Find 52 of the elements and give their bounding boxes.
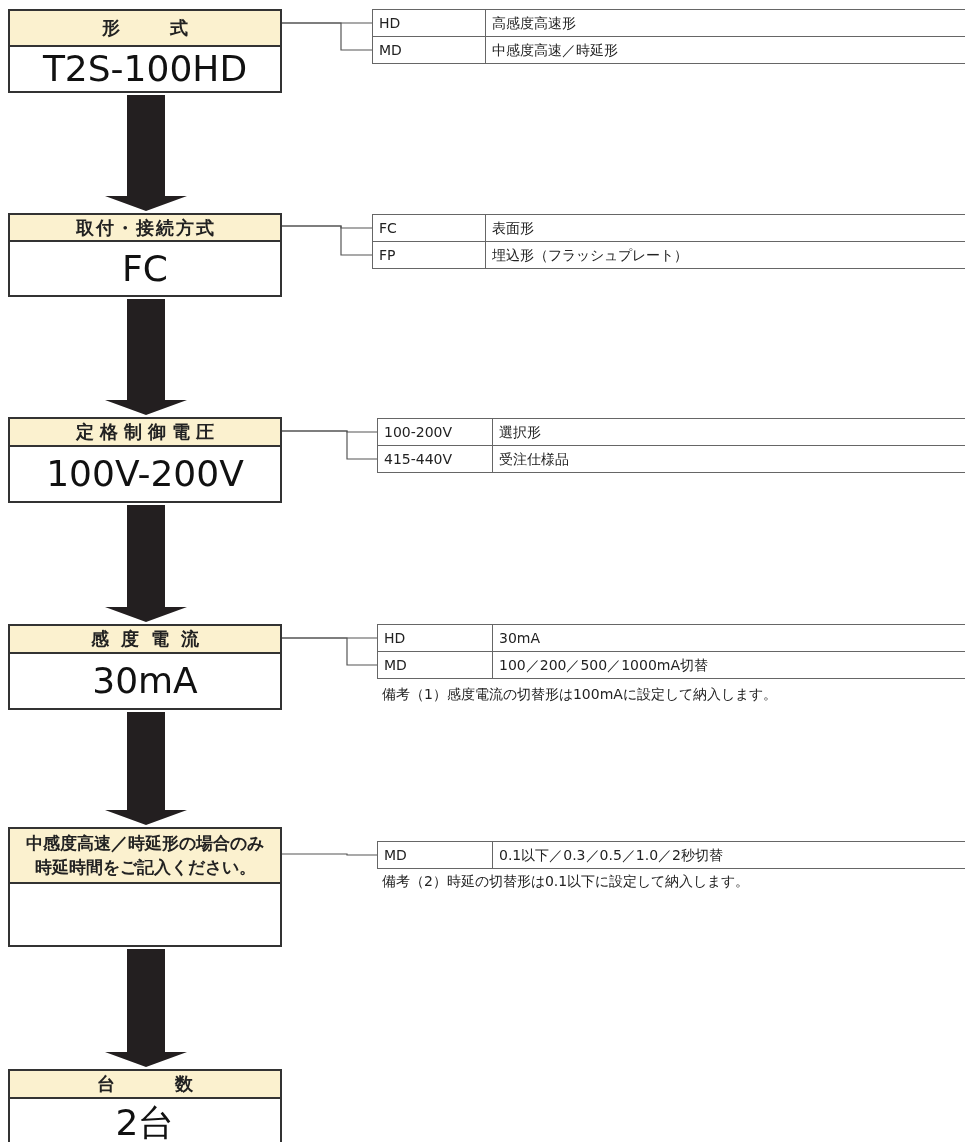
code-cell: MD (378, 842, 493, 868)
connector-line (281, 637, 378, 666)
table-row (372, 214, 965, 242)
step-box (8, 827, 282, 947)
description-cell-text: 0.1以下／0.3／0.5／1.0／2秒切替 (498, 846, 723, 865)
table-row (377, 651, 965, 679)
table-row (377, 445, 965, 473)
code-cell: 415-440V (378, 446, 493, 472)
value-text: T2S-100HD (41, 47, 249, 91)
header-band: 感度電流 (10, 626, 280, 654)
code-cell: MD (373, 37, 486, 63)
table-row (377, 624, 965, 652)
description-cell-text: 埋込形（フラッシュプレート） (491, 246, 688, 265)
header-band: 中感度高速／時延形の場合のみ時延時間をご記入ください。 (10, 829, 280, 884)
description-cell-text: 受注仕様品 (498, 450, 569, 469)
connector-line (281, 853, 378, 856)
code-cell: FP (373, 242, 486, 268)
down-arrow (105, 949, 187, 1067)
code-cell: MD (378, 652, 493, 678)
connector-line (281, 430, 378, 460)
step-box (8, 9, 282, 93)
table-row (377, 841, 965, 869)
step-box (8, 1069, 282, 1142)
table-row (372, 9, 965, 37)
description-cell-text: 30mA (498, 629, 541, 648)
value-text: 100V-200V (45, 452, 245, 496)
down-arrow (105, 95, 187, 211)
down-arrow (105, 299, 187, 415)
down-arrow (105, 712, 187, 825)
header-band: 定格制御電圧 (10, 419, 280, 447)
header-band: 台数 (10, 1071, 280, 1099)
description-cell-text: 中感度高速／時延形 (491, 41, 618, 60)
description-cell-text: 高感度高速形 (491, 14, 576, 33)
down-arrow (105, 505, 187, 622)
value-text: 30mA (91, 659, 199, 703)
description-cell-text: 表面形 (491, 219, 534, 238)
step-box (8, 213, 282, 297)
description-cell-text: 100／200／500／1000mA切替 (498, 656, 708, 675)
connector-line (281, 225, 373, 256)
note-text: 備考（2）時延の切替形は0.1以下に設定して納入します。 (382, 873, 750, 891)
step-box (8, 417, 282, 503)
description-cell-text: 選択形 (498, 423, 541, 442)
connector-line (281, 22, 373, 51)
table-row (377, 418, 965, 446)
step-box (8, 624, 282, 710)
value-text: 2台 (114, 1101, 176, 1142)
header-band: 形式 (10, 11, 280, 47)
table-row (372, 241, 965, 269)
header-band: 取付・接続方式 (10, 215, 280, 242)
note-text: 備考（1）感度電流の切替形は100mAに設定して納入します。 (382, 686, 777, 704)
table-row (372, 36, 965, 64)
value-text: FC (121, 246, 169, 291)
